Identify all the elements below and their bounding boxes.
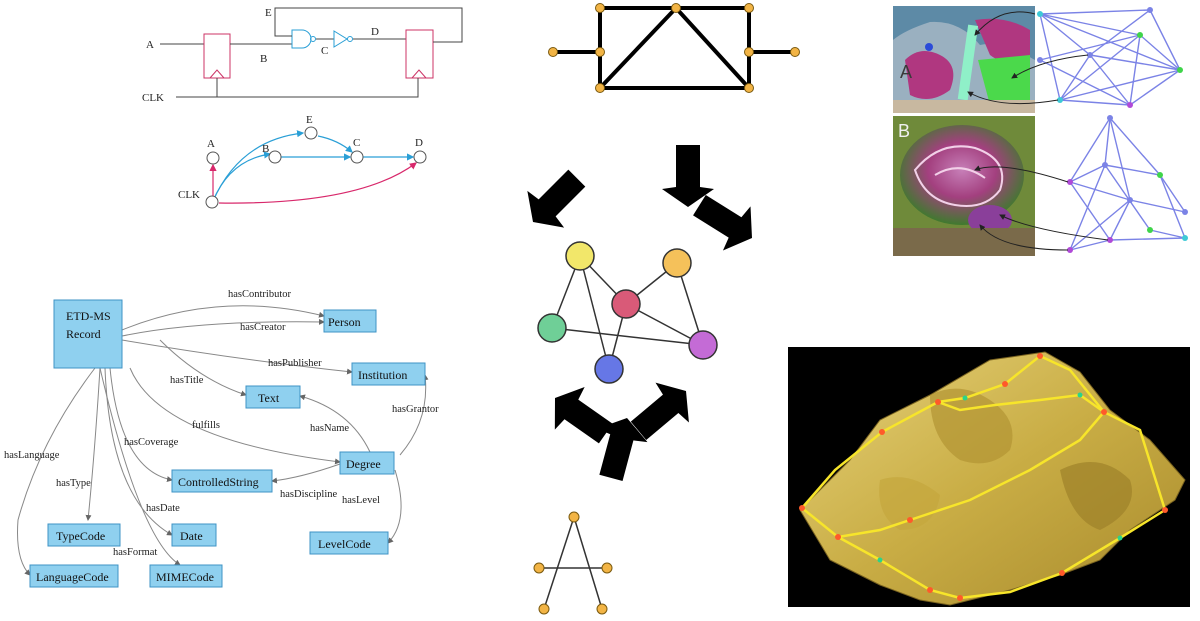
rectangle-graph-nodes [548, 3, 800, 93]
flipflop-1 [203, 33, 231, 79]
terrain-panel [788, 347, 1190, 607]
terrain-markers [799, 353, 1168, 601]
brain-panel-a: A [893, 6, 1035, 113]
terrain-green-markers [877, 392, 1123, 563]
box-mimecode [149, 564, 223, 588]
arrow-from-top [662, 145, 714, 207]
panel-label-b: B [898, 121, 910, 141]
edge-label-hascontributor: hasContributor [228, 289, 291, 300]
box-label-date: Date [180, 529, 203, 543]
box-degree [339, 451, 395, 475]
center-node-purple [688, 330, 718, 360]
box-controlledstring [171, 469, 273, 493]
edge-label-hascreator: hasCreator [240, 322, 286, 333]
edge-label-haslanguage: hasLanguage [4, 450, 60, 461]
edge-label-hastype: hasType [56, 478, 91, 489]
inverter [333, 30, 348, 48]
box-label-record: Record [66, 327, 101, 341]
edge-label-haslevel: hasLevel [342, 495, 380, 506]
brain-network-b [1069, 117, 1186, 251]
center-node-red [611, 289, 641, 319]
box-label-text: Text [258, 391, 280, 405]
ontology-boxes: ETD-MS Record Person Institution Text De… [29, 299, 426, 588]
timing-graph: A B E C D CLK [178, 114, 427, 209]
arrow-from-top-right [693, 194, 752, 251]
big-arrows [527, 145, 752, 481]
wire-e [274, 7, 463, 43]
box-typecode [47, 523, 121, 547]
brain-network-a [1039, 9, 1181, 106]
and-gate [291, 29, 312, 49]
box-label-etd-ms: ETD-MS [66, 309, 111, 323]
box-label-controlledstring: ControlledString [178, 475, 259, 489]
box-languagecode [29, 564, 119, 588]
wire-clk [176, 78, 419, 98]
terrain-paths [801, 354, 1167, 600]
rectangle-graph [551, 6, 797, 90]
timing-node-a [206, 151, 220, 165]
timing-label-a: A [207, 138, 215, 150]
box-label-languagecode: LanguageCode [36, 570, 109, 584]
timing-node-b [268, 150, 282, 164]
box-label-person: Person [328, 315, 361, 329]
edge-label-hascoverage: hasCoverage [124, 437, 179, 448]
box-label-levelcode: LevelCode [318, 537, 371, 551]
box-levelcode [309, 531, 389, 555]
timing-label-clk: CLK [178, 189, 200, 201]
timing-label-b: B [262, 143, 269, 155]
signal-label-a: A [146, 39, 154, 51]
timing-node-c [350, 150, 364, 164]
circuit-schematic: A B C D E CLK [142, 7, 463, 104]
edge-label-fulfills: fulfills [192, 420, 220, 431]
box-label-degree: Degree [346, 457, 381, 471]
box-label-institution: Institution [358, 368, 407, 382]
box-text [245, 385, 301, 409]
box-label-mimecode: MIMECode [156, 570, 214, 584]
center-node-orange [662, 248, 692, 278]
signal-label-c: C [321, 45, 328, 57]
timing-node-d [413, 150, 427, 164]
arrow-from-bottom-right [630, 382, 689, 441]
ontology-edges [17, 305, 429, 576]
brain-panel-b: B [893, 116, 1035, 256]
edge-label-hasdate: hasDate [146, 503, 180, 514]
signal-label-b: B [260, 53, 267, 65]
edge-label-hasname: hasName [310, 423, 349, 434]
box-label-typecode: TypeCode [56, 529, 105, 543]
a-shaped-graph [539, 516, 607, 610]
signal-label-d: D [371, 26, 379, 38]
arrow-from-bottom-left [554, 387, 613, 444]
edge-label-hasdiscipline: hasDiscipline [280, 489, 337, 500]
arrow-from-top-left [527, 169, 586, 228]
signal-label-e: E [265, 7, 272, 19]
a-shaped-graph-nodes [533, 511, 613, 615]
center-node-yellow [565, 241, 595, 271]
brain-network-b-nodes [1067, 115, 1188, 253]
edge-label-hasgrantor: hasGrantor [392, 404, 439, 415]
brain-network-b-arrows [974, 165, 1109, 251]
timing-label-e: E [306, 114, 313, 126]
box-etd-ms-record [53, 299, 123, 369]
edge-label-hastitle: hasTitle [170, 375, 204, 386]
edge-label-haspublisher: hasPublisher [268, 358, 322, 369]
timing-node-e [304, 126, 318, 140]
timing-node-clk [205, 195, 219, 209]
ontology-edge-labels: hasContributor hasCreator hasPublisher h… [4, 289, 439, 558]
center-node-blue [594, 354, 624, 384]
timing-label-c: C [353, 137, 360, 149]
signal-label-clk: CLK [142, 92, 164, 104]
center-graph [537, 241, 718, 384]
flipflop-2 [405, 29, 434, 79]
center-node-green [537, 313, 567, 343]
box-date [171, 523, 217, 547]
box-institution [351, 362, 426, 386]
panel-label-a: A [900, 62, 912, 82]
brain-network-a-nodes [1037, 7, 1183, 108]
box-person [323, 309, 377, 333]
edge-label-hasformat: hasFormat [113, 547, 157, 558]
timing-label-d: D [415, 137, 423, 149]
brain-network-a-arrows [967, 11, 1089, 105]
arrow-from-bottom [597, 418, 648, 481]
